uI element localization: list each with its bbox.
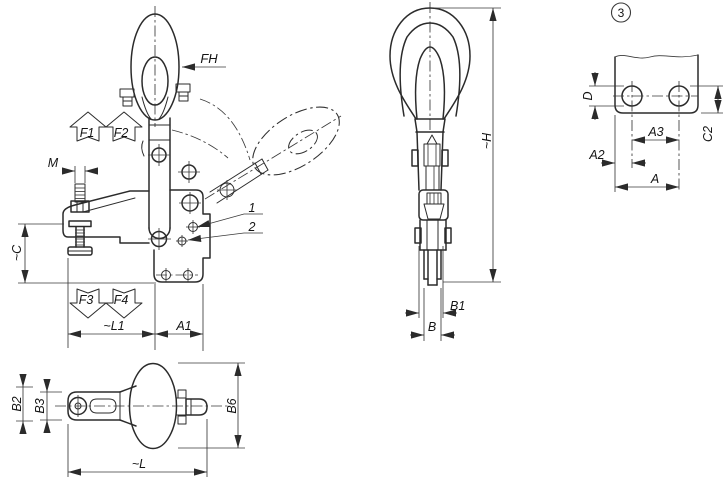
- break-line: [614, 54, 699, 59]
- knob-side-screws: [119, 83, 191, 107]
- label-f3: F3: [79, 293, 94, 307]
- handle-open-position: [171, 98, 342, 204]
- dim-b2: B2: [10, 374, 33, 434]
- label-b1: B1: [450, 299, 465, 313]
- clamp-body-side: [411, 118, 452, 251]
- pivot-and-mounting-holes: [148, 144, 201, 282]
- label-a2: A2: [588, 148, 604, 162]
- force-arrow-f1: F1: [69, 111, 107, 142]
- dim-d: D: [581, 72, 624, 120]
- force-arrow-f4: F4: [105, 288, 143, 319]
- side-view: ~H B1 B: [389, 2, 501, 341]
- dim-b1: B1: [405, 246, 465, 318]
- label-f1: F1: [80, 126, 95, 140]
- clamping-arm-top: [67, 385, 137, 427]
- dim-c2: C2: [690, 85, 723, 142]
- label-item1: 1: [249, 201, 256, 215]
- dim-a3: A3: [632, 125, 679, 144]
- force-arrow-f3: F3: [69, 288, 107, 319]
- label-f4: F4: [114, 293, 129, 307]
- dim-c: ~C: [10, 223, 156, 284]
- front-view: FH F1 F2 M ~C F3 F4: [10, 6, 342, 351]
- dim-fh: FH: [182, 51, 226, 71]
- handle-knob-top: [128, 362, 178, 450]
- label-b6: B6: [225, 398, 239, 413]
- label-a3: A3: [647, 125, 663, 139]
- force-arrow-f2: F2: [105, 111, 143, 142]
- clamping-bar-side: [423, 249, 442, 286]
- dim-b6: B6: [178, 362, 245, 449]
- dim-b3: B3: [33, 379, 62, 433]
- dim-h: ~H: [434, 7, 501, 283]
- label-a: A: [650, 172, 659, 186]
- label-m: M: [48, 156, 59, 170]
- dim-b: B: [410, 288, 455, 341]
- clamp-body-front: [153, 189, 211, 283]
- label-b: B: [428, 320, 436, 334]
- item-callouts: 1 2: [187, 201, 263, 242]
- label-fh: FH: [200, 51, 218, 66]
- dim-a2: A2: [588, 148, 646, 167]
- label-c2: C2: [701, 126, 715, 142]
- position-callout-3: 3: [610, 2, 632, 23]
- bar-end-top: [175, 389, 208, 425]
- dim-a: A: [615, 172, 679, 191]
- handle-knob-front: [130, 13, 180, 121]
- label-a1: A1: [175, 319, 191, 333]
- top-view: B2 B3 B6 ~L: [10, 362, 245, 477]
- label-l1: ~L1: [103, 319, 124, 333]
- label-b2: B2: [10, 396, 24, 411]
- clamping-spindle: [67, 183, 93, 256]
- mounting-plate-outline: [614, 54, 699, 114]
- label-f2: F2: [114, 126, 129, 140]
- label-item2: 2: [248, 220, 256, 234]
- label-l: ~L: [132, 457, 146, 471]
- mounting-detail-view: 3 D C2 A3 A2: [581, 2, 723, 192]
- dim-m: M: [48, 156, 98, 183]
- label-h: ~H: [480, 132, 494, 149]
- label-b3: B3: [33, 398, 47, 413]
- label-callout-3: 3: [618, 6, 625, 20]
- dim-l1-a1: ~L1 A1: [67, 258, 204, 351]
- dim-l: ~L: [67, 419, 208, 477]
- label-c: ~C: [10, 244, 24, 261]
- label-d: D: [581, 91, 595, 100]
- clamping-bar-front: [141, 117, 171, 240]
